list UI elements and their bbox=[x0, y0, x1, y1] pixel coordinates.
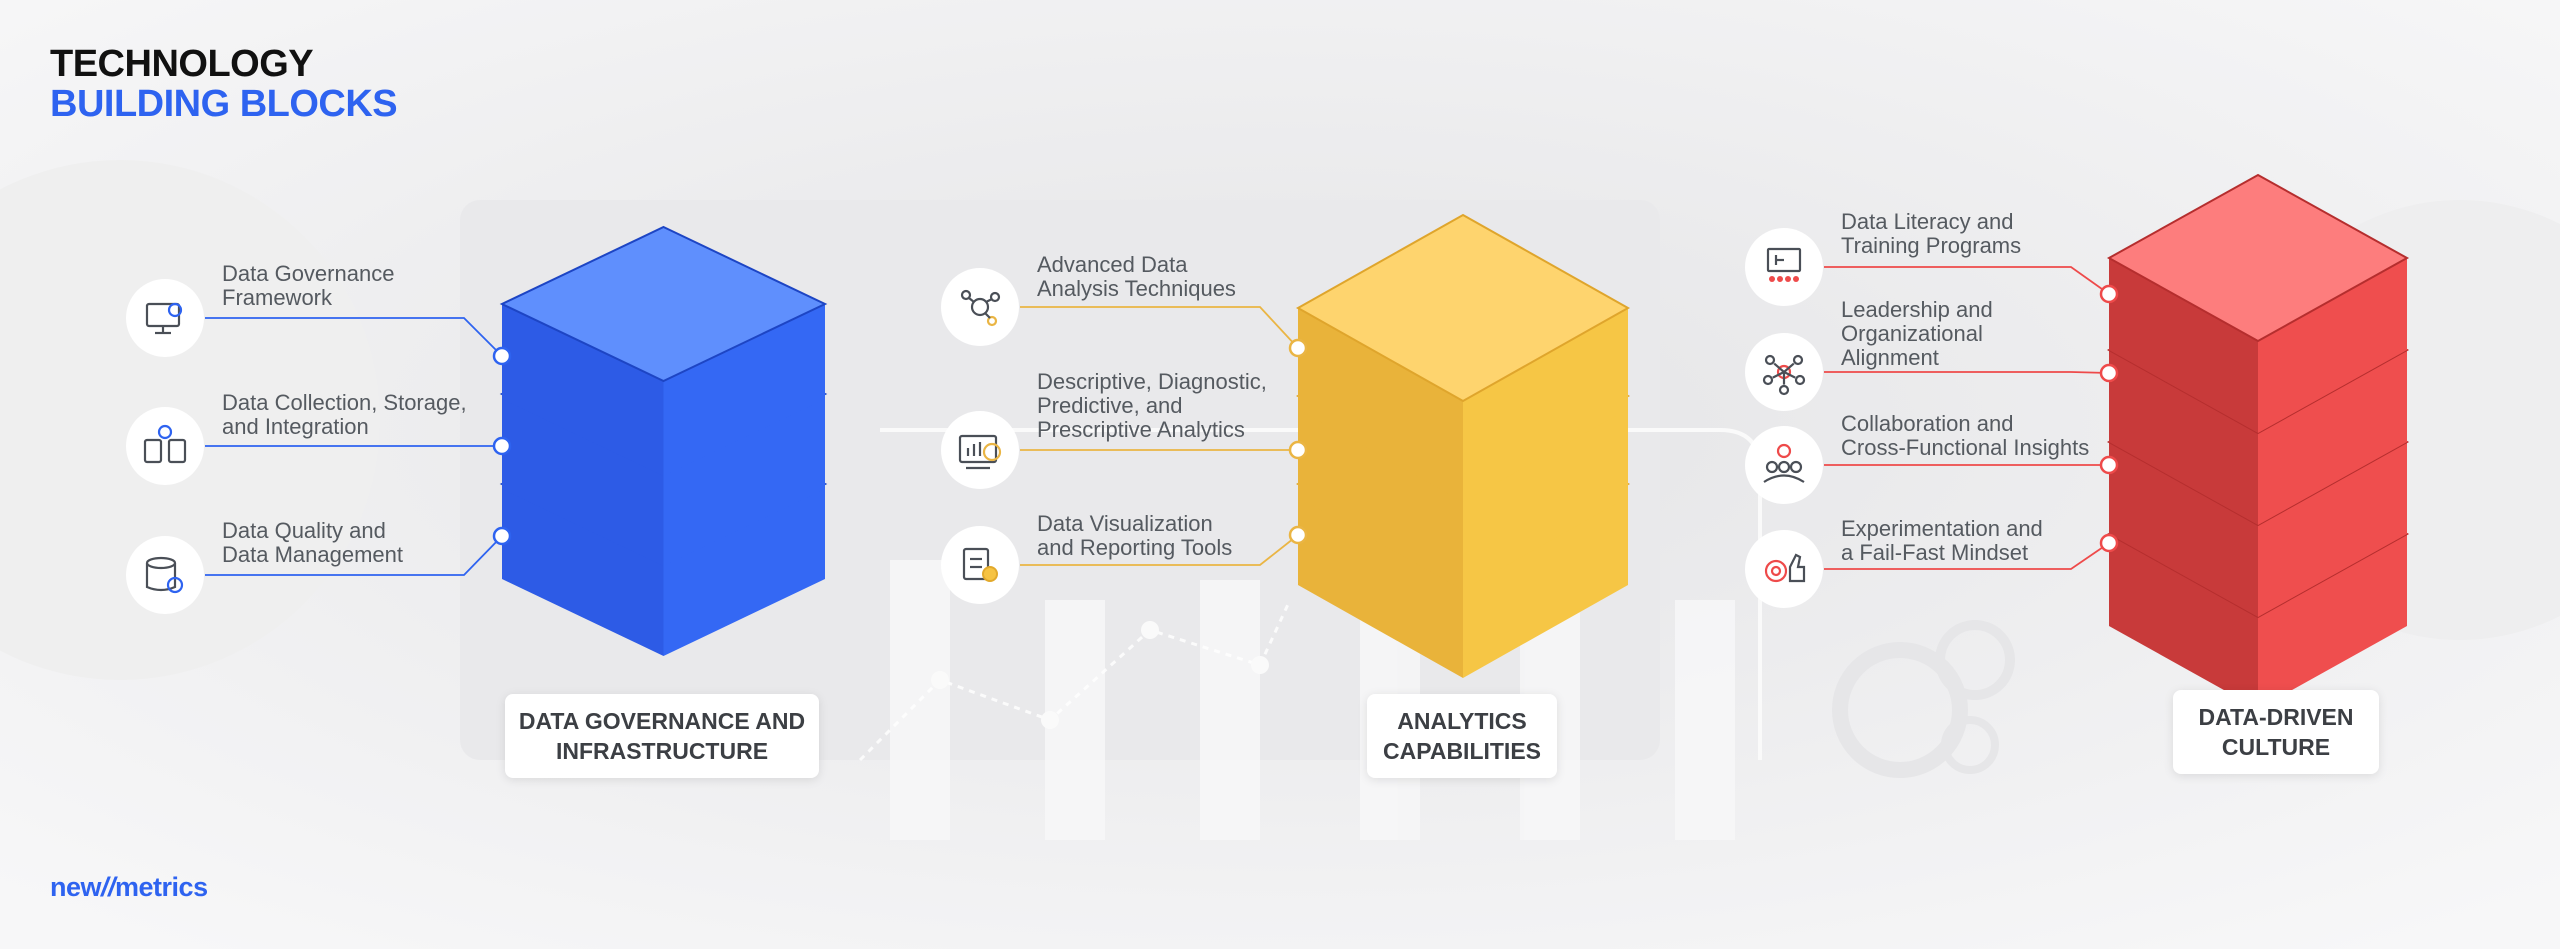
connector-node bbox=[1288, 338, 1308, 358]
chart-magnifier-icon bbox=[941, 411, 1019, 489]
pillar-caption: ANALYTICS CAPABILITIES bbox=[1367, 694, 1557, 778]
team-network-icon bbox=[1745, 333, 1823, 411]
pillar-governance bbox=[126, 225, 828, 656]
presentation-board-icon bbox=[1745, 228, 1823, 306]
item-label: Experimentation and a Fail-Fast Mindset bbox=[1841, 516, 2043, 565]
brand-logo: new//metrics bbox=[50, 872, 208, 903]
connector-line bbox=[1824, 363, 2119, 383]
item-label: Data Collection, Storage, and Integratio… bbox=[222, 390, 467, 439]
connector-node bbox=[2099, 363, 2119, 383]
connector-line bbox=[205, 436, 512, 456]
gear-thumbs-up-icon bbox=[1745, 530, 1823, 608]
connector-node bbox=[1288, 440, 1308, 460]
connector-node bbox=[492, 436, 512, 456]
connector-line bbox=[1824, 533, 2119, 570]
item-label: Data Literacy and Training Programs bbox=[1841, 209, 2022, 258]
team-idea-icon bbox=[1745, 426, 1823, 504]
connector-node bbox=[2099, 284, 2119, 304]
pillar-caption: DATA GOVERNANCE AND INFRASTRUCTURE bbox=[505, 694, 819, 778]
item-label: Collaboration and Cross-Functional Insig… bbox=[1841, 411, 2090, 460]
brand-logo-separator: // bbox=[101, 872, 116, 902]
brand-logo-part1: new bbox=[50, 872, 102, 902]
connector-line bbox=[205, 526, 512, 576]
block-layer bbox=[1295, 213, 1631, 502]
report-coin-icon bbox=[941, 526, 1019, 604]
title-line-1: TECHNOLOGY bbox=[50, 43, 314, 85]
connector-node bbox=[2099, 455, 2119, 475]
database-badge-icon bbox=[126, 536, 204, 614]
block-layer bbox=[2106, 173, 2410, 433]
connector-node bbox=[2099, 533, 2119, 553]
connector-line bbox=[205, 317, 512, 366]
pillar-culture bbox=[1745, 173, 2410, 709]
connector-line bbox=[1020, 440, 1308, 460]
item-label: Data Quality and Data Management bbox=[222, 518, 403, 567]
pillar-caption: DATA-DRIVEN CULTURE bbox=[2173, 690, 2379, 774]
connector-line bbox=[1824, 266, 2119, 304]
documents-gear-icon bbox=[126, 407, 204, 485]
item-label: Advanced Data Analysis Techniques bbox=[1037, 252, 1236, 301]
page-title: TECHNOLOGY BUILDING BLOCKS bbox=[50, 43, 398, 125]
pillar-analytics bbox=[941, 213, 1631, 678]
connector-node bbox=[1288, 525, 1308, 545]
monitor-gear-icon bbox=[126, 279, 204, 357]
item-label: Data Visualization and Reporting Tools bbox=[1037, 511, 1233, 560]
brand-logo-part2: metrics bbox=[115, 872, 208, 902]
item-label: Descriptive, Diagnostic, Predictive, and… bbox=[1037, 369, 1267, 442]
block-layer bbox=[499, 225, 828, 476]
connector-line bbox=[1020, 306, 1308, 358]
connector-line bbox=[1020, 525, 1308, 566]
item-label: Leadership and Organizational Alignment bbox=[1841, 297, 1993, 370]
connector-node bbox=[492, 346, 512, 366]
network-nodes-icon bbox=[941, 268, 1019, 346]
title-line-2: BUILDING BLOCKS bbox=[50, 83, 398, 125]
item-label: Data Governance Framework bbox=[222, 261, 395, 310]
connector-node bbox=[492, 526, 512, 546]
connector-line bbox=[1824, 455, 2119, 475]
